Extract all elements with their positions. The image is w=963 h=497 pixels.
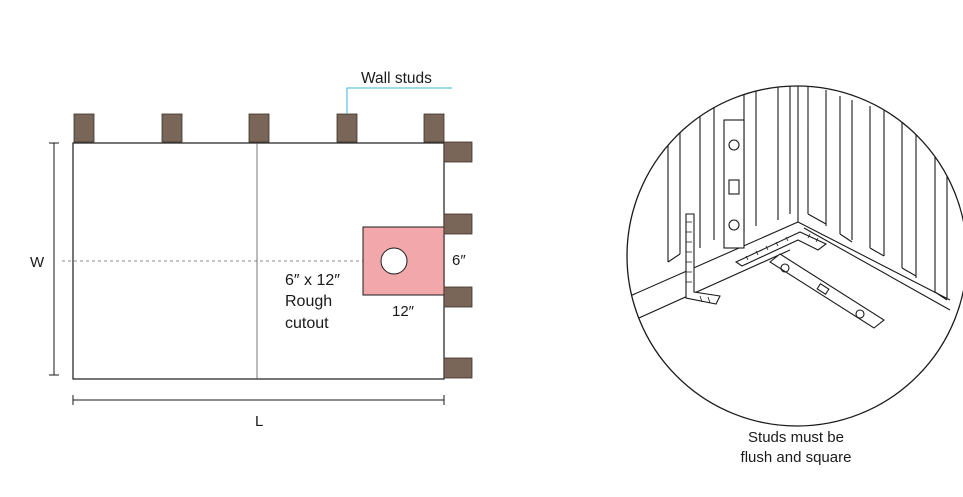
cutout-width-label: 12″ <box>392 303 415 320</box>
wall-stud-top-2 <box>161 113 183 143</box>
length-label: L <box>255 413 263 430</box>
left-square-tool <box>685 213 721 305</box>
floor-level <box>769 253 885 329</box>
wall-studs-leader <box>346 87 452 114</box>
cutout-height-label: 6″ <box>452 252 466 269</box>
caption-line-2: flush and square <box>741 449 852 466</box>
back-wall-studs <box>797 86 948 301</box>
wall-stud-top-5 <box>423 113 445 143</box>
corner-square-tool <box>734 231 828 267</box>
wall-stud-right-2 <box>443 213 473 235</box>
wall-stud-right-1 <box>443 141 473 163</box>
drain-hole <box>380 247 408 275</box>
wall-stud-top-1 <box>73 113 95 143</box>
vertical-level <box>723 119 745 249</box>
wall-stud-right-3 <box>443 286 473 308</box>
width-label: W <box>30 254 45 271</box>
wall-stud-right-4 <box>443 357 473 379</box>
wall-stud-top-3 <box>248 113 270 143</box>
wall-stud-top-4 <box>336 113 358 143</box>
cutout-label-line-2: Rough <box>285 293 332 310</box>
floor-plan: Wall studs W L 6″ x 12″ Rough cutout 12″… <box>30 70 473 430</box>
caption-line-1: Studs must be <box>748 429 844 446</box>
cutout-label-line-3: cutout <box>285 315 329 332</box>
cutout-label-line-1: 6″ x 12″ <box>285 272 340 289</box>
wall-studs-label: Wall studs <box>361 70 432 87</box>
stud-detail-illustration: Studs must be flush and square <box>626 85 963 466</box>
detail-circle-outline <box>626 85 963 427</box>
